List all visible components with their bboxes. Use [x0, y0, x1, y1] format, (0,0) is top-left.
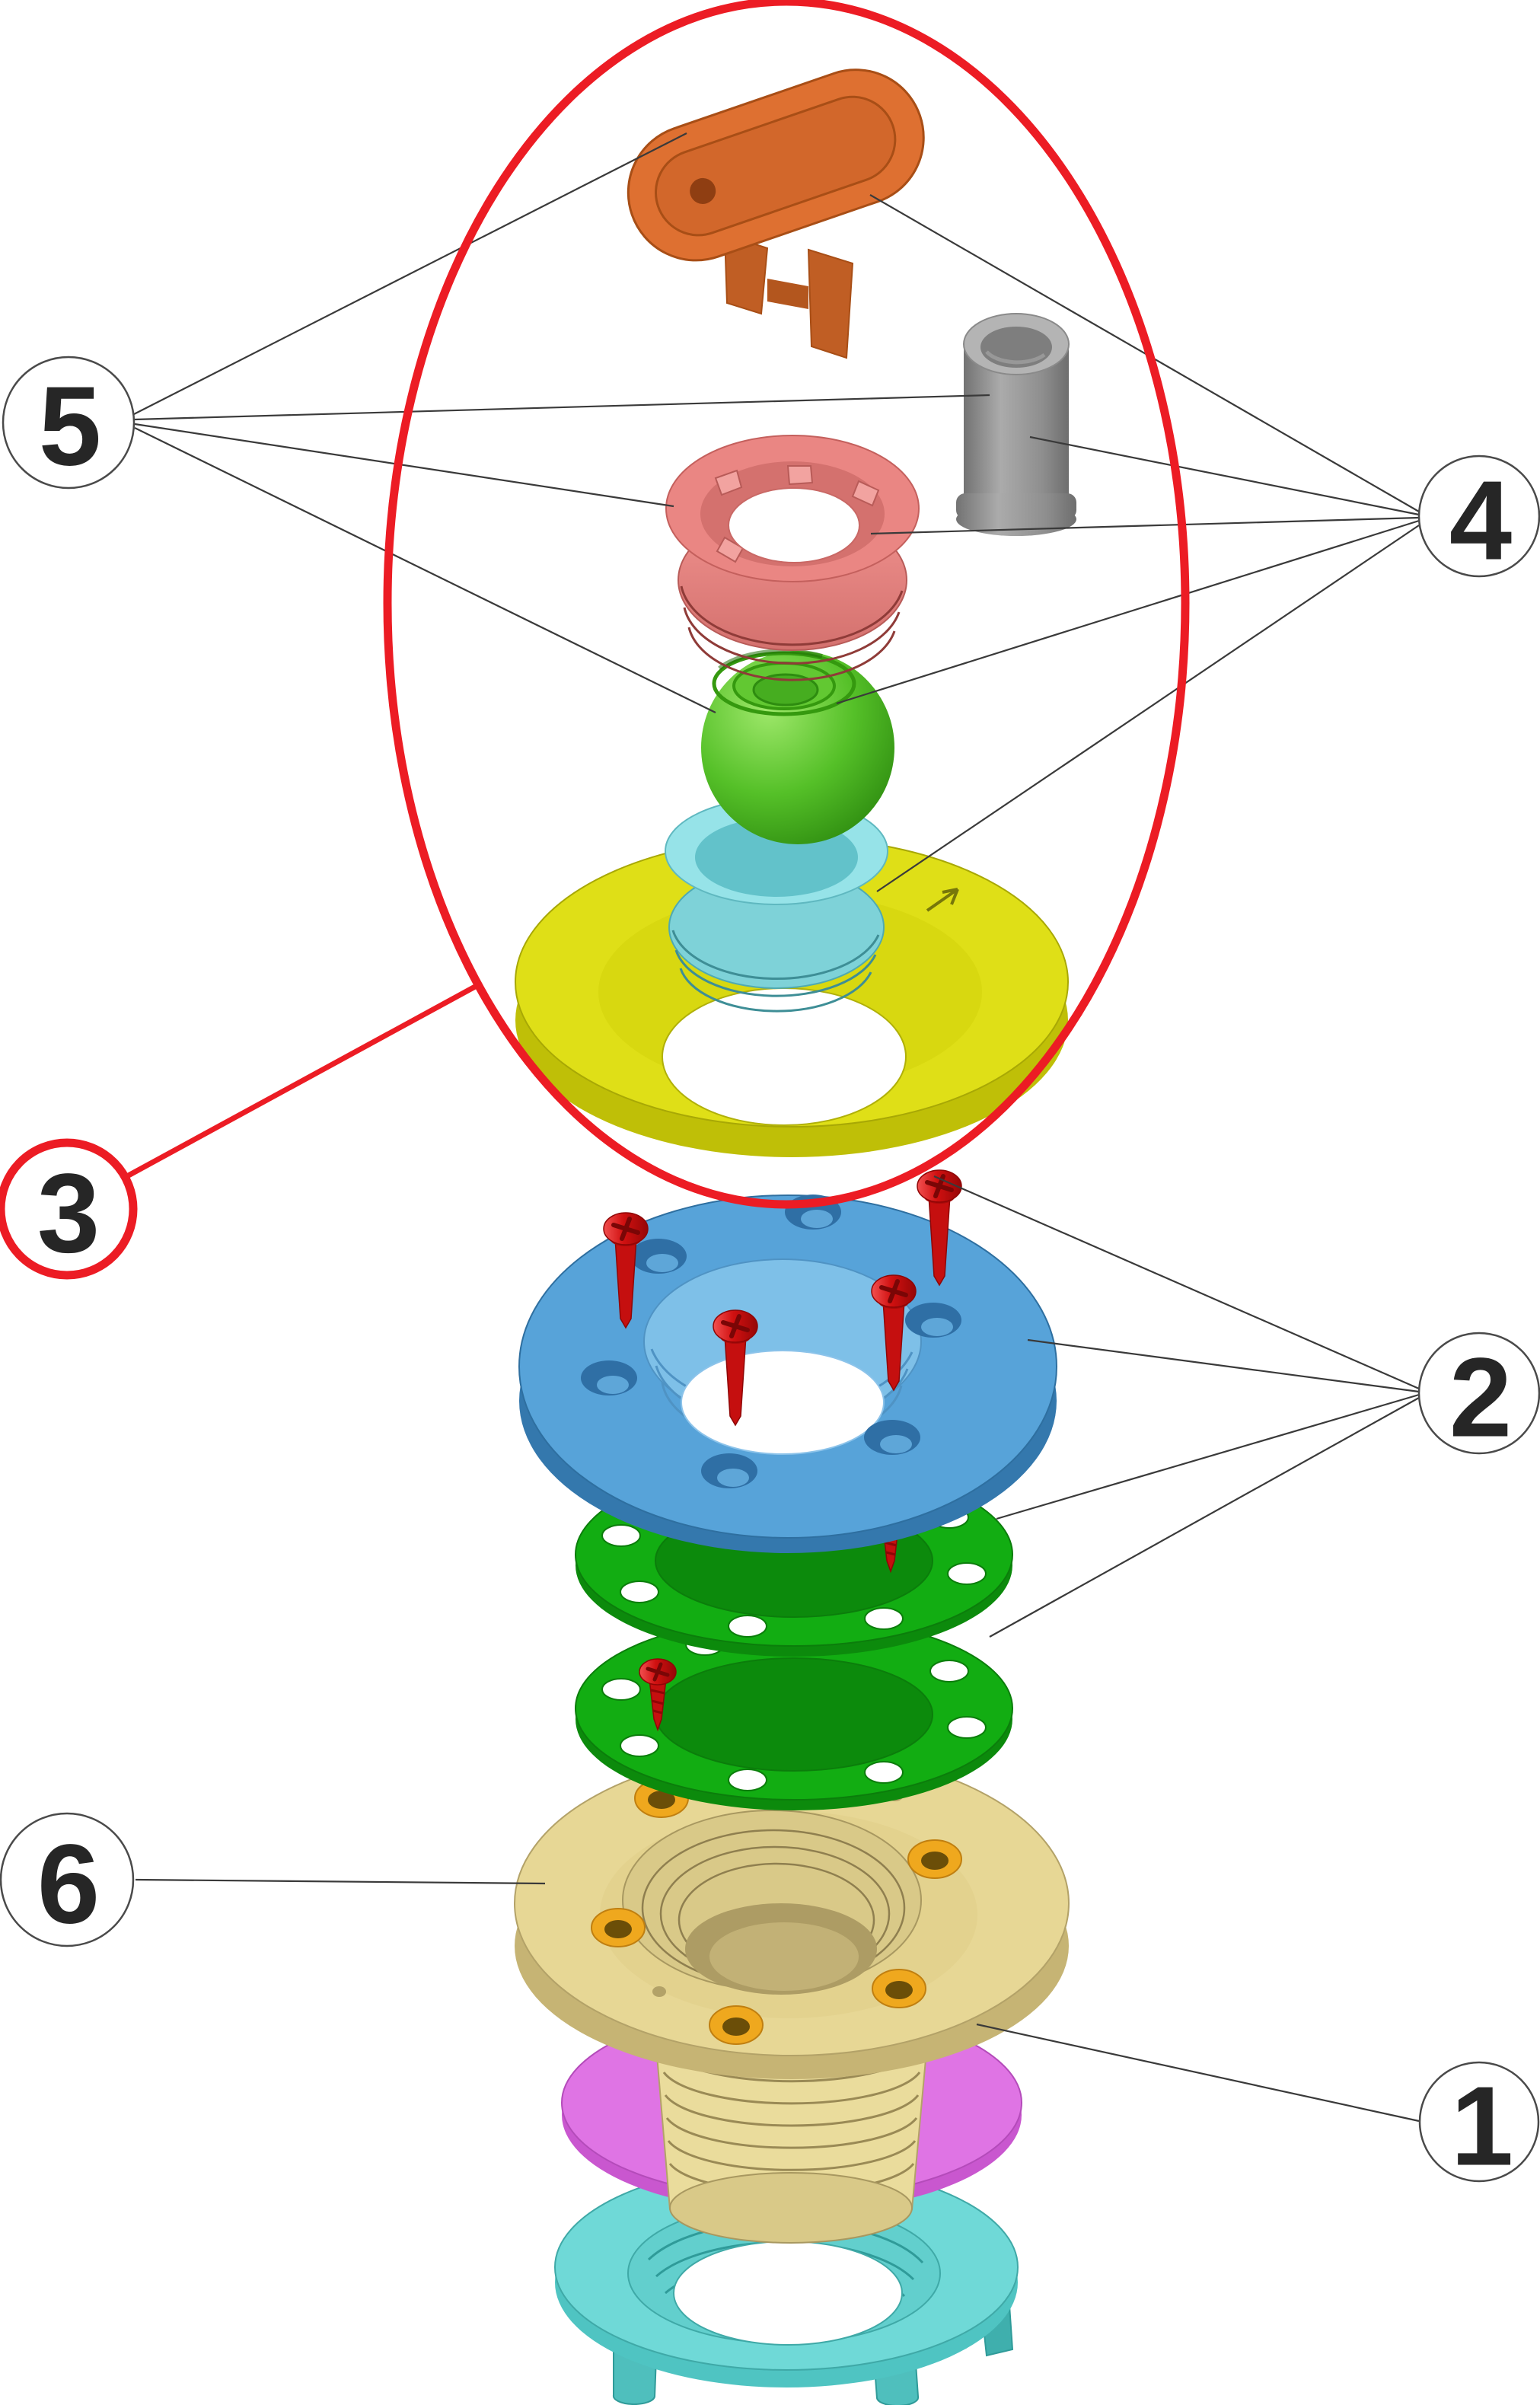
- ring-thread: [683, 607, 901, 665]
- pin-hole: [652, 1986, 666, 1997]
- leader-lines: [133, 132, 1420, 2123]
- callout-2: 2: [1417, 1332, 1540, 1461]
- bore-floor: [709, 1922, 859, 1991]
- leader-1-spacer: [976, 2023, 1420, 2123]
- ring-castellations: [714, 465, 880, 563]
- leader-2-gasket-upper: [996, 1393, 1420, 1520]
- callout-3-label: 3: [37, 1151, 100, 1277]
- insert-hole: [921, 1852, 949, 1870]
- key-leg: [807, 248, 854, 359]
- leader-5-key: [133, 132, 687, 415]
- leader-5-ball: [134, 427, 716, 713]
- callouts: 5 4 3 2 6 1: [0, 356, 1540, 2190]
- clamp-flange-part: [518, 1195, 1057, 1553]
- leader-4-ball: [836, 519, 1420, 705]
- leader-2-gasket-lower: [989, 1397, 1420, 1638]
- ball-shadow: [718, 649, 823, 671]
- callout-4: 4: [1417, 455, 1540, 584]
- lock-nut-hole: [673, 2241, 903, 2346]
- sleeve-bushing-part: [956, 313, 1076, 536]
- sleeve-base-bottom: [956, 502, 1076, 536]
- ring-thread: [680, 585, 904, 646]
- leader-2-screw: [933, 1175, 1420, 1390]
- leader-6-body: [135, 1878, 546, 1885]
- callout-4-label: 4: [1449, 458, 1512, 584]
- ring-thread: [687, 627, 896, 681]
- leader-5-sleeve: [134, 394, 990, 421]
- insert-hole: [722, 2017, 750, 2036]
- leader-4-sleeve: [1029, 435, 1420, 516]
- clamp-flange-hole: [681, 1350, 885, 1455]
- threaded-ring-part: [665, 435, 920, 681]
- callout-5-label: 5: [39, 364, 101, 490]
- leader-3-highlight: [124, 984, 477, 1180]
- seat-thread: [674, 949, 877, 997]
- insert-hole: [604, 1920, 632, 1938]
- engraved-arrow-mark: [926, 888, 959, 912]
- callout-1-circle: [1418, 2061, 1540, 2183]
- callout-5-circle: [2, 356, 136, 490]
- seat-thread: [671, 930, 880, 981]
- pipe-thread: [664, 2094, 920, 2127]
- pipe-thread: [662, 2072, 921, 2105]
- key-hole: [690, 177, 716, 204]
- sleeve-hole-light: [985, 350, 1046, 365]
- callout-3: 3: [0, 1138, 138, 1280]
- key-recess: [654, 95, 897, 237]
- pipe-end: [669, 2172, 913, 2244]
- insert-hole: [885, 1981, 913, 1999]
- leader-4-ring: [870, 516, 1420, 535]
- gasket-lower-part: [574, 1616, 1014, 1810]
- callout-1: 1: [1418, 2061, 1540, 2190]
- cover-flange-hole: [662, 987, 907, 1126]
- callout-6-label: 6: [37, 1822, 100, 1947]
- callout-3-circle: [0, 1138, 138, 1280]
- ball-part: [701, 649, 894, 844]
- leader-2-flange: [1027, 1338, 1420, 1393]
- leader-4-key: [869, 194, 1420, 512]
- insert-hole: [648, 1791, 675, 1809]
- callout-2-circle: [1417, 1332, 1540, 1455]
- threaded-ring-hole: [728, 487, 860, 563]
- pipe-thread: [665, 2117, 918, 2149]
- callout-6-circle: [0, 1812, 135, 1947]
- key-leg-bar: [767, 279, 808, 309]
- callout-4-circle: [1417, 455, 1540, 578]
- callout-2-label: 2: [1449, 1335, 1512, 1461]
- callout-5: 5: [2, 356, 136, 490]
- ball-opening-ring: [752, 673, 819, 707]
- handle-key-part: [627, 69, 925, 359]
- leader-5-ring: [134, 423, 674, 508]
- threaded-inserts: [591, 1778, 962, 2045]
- callout-1-label: 1: [1451, 2064, 1513, 2190]
- leader-4-seat: [876, 525, 1420, 892]
- seat-thread: [679, 968, 872, 1013]
- highlight-group-ellipse: [383, 0, 1190, 1209]
- pipe-thread: [667, 2140, 917, 2171]
- body-flange-part: [514, 1750, 1070, 2079]
- callout-6: 6: [0, 1812, 135, 1947]
